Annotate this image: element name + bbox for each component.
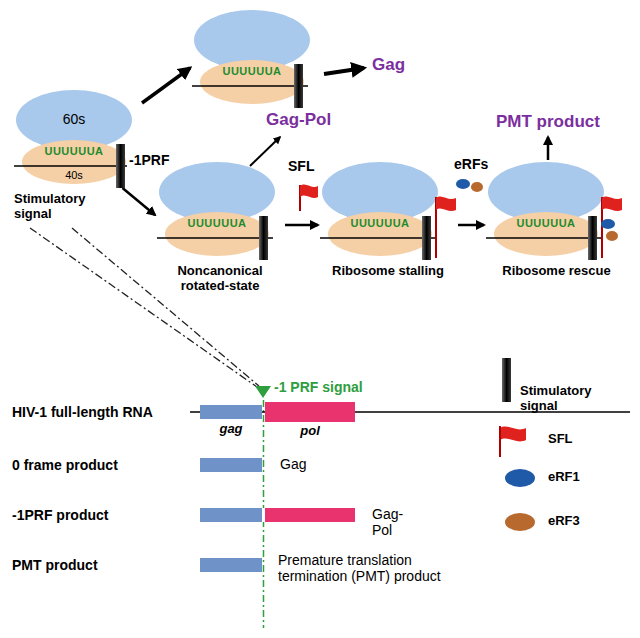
signal-label: -1 PRF signal bbox=[274, 379, 363, 395]
ribosome-40s bbox=[165, 212, 269, 256]
erf3-factor bbox=[606, 231, 618, 241]
subunit-label: 60s bbox=[49, 111, 99, 127]
mrna-line bbox=[320, 237, 436, 238]
ribosome: UUUUUUARibosome stalling bbox=[318, 160, 458, 260]
product-bar: Gag-Pol bbox=[200, 508, 355, 522]
row-label: 0 frame product bbox=[12, 457, 118, 473]
ribosome: UUUUUUARibosome rescue bbox=[484, 160, 629, 260]
legend-text: eRF1 bbox=[548, 470, 580, 485]
sfl-flag-pole bbox=[499, 426, 501, 457]
slippery-sequence: UUUUUUA bbox=[24, 145, 124, 158]
row-label: -1PRF product bbox=[12, 507, 108, 523]
gene-box: pol bbox=[265, 402, 355, 422]
subunit-label: 40s bbox=[49, 169, 99, 182]
mrna-line bbox=[192, 85, 308, 86]
stimulatory-signal bbox=[294, 64, 303, 108]
product-label: Gag-Pol bbox=[266, 110, 331, 130]
erf3-factor bbox=[471, 182, 483, 192]
prf-signal-marker bbox=[255, 386, 271, 398]
ribosome-shape bbox=[155, 160, 285, 260]
legend-text: eRF3 bbox=[548, 514, 580, 529]
stimulatory-signal bbox=[259, 216, 268, 260]
gene-box: gag bbox=[200, 405, 262, 419]
state-heading: Ribosome stalling bbox=[318, 264, 458, 279]
connector-arrow bbox=[458, 224, 484, 227]
legend-text: Stimulatory signal bbox=[520, 384, 615, 414]
product-name: Gag-Pol bbox=[372, 506, 403, 538]
legend-swatch bbox=[505, 469, 535, 487]
stimulatory-signal bbox=[116, 144, 125, 188]
slippery-sequence: UUUUUUA bbox=[496, 217, 596, 230]
ribosome: 60sUUUUUUA 40s bbox=[12, 88, 142, 188]
gene-name: gag bbox=[200, 422, 262, 437]
ribosome-40s bbox=[328, 212, 432, 256]
signal-label: Stimulatory signal bbox=[14, 192, 96, 222]
ribosome-shape bbox=[484, 160, 629, 260]
product-arrow bbox=[547, 137, 550, 160]
ribosome-40s bbox=[200, 60, 304, 104]
erf1-factor bbox=[601, 219, 615, 229]
sfl-flag bbox=[300, 184, 318, 198]
product-arrow bbox=[324, 68, 364, 74]
sfl-flag-sample bbox=[500, 427, 526, 442]
product-bar: Gag bbox=[200, 458, 262, 472]
state-heading: Ribosome rescue bbox=[484, 264, 629, 279]
legend-sample bbox=[504, 468, 536, 488]
edge-label: SFL bbox=[286, 158, 316, 174]
connector-arrow bbox=[123, 188, 156, 215]
erf1-factor bbox=[456, 179, 470, 189]
ribosome-shape bbox=[318, 160, 458, 260]
legend-sample bbox=[504, 512, 536, 532]
ribosome-40s bbox=[22, 140, 126, 184]
slippery-sequence: UUUUUUA bbox=[167, 217, 267, 230]
product-label: PMT product bbox=[496, 112, 600, 132]
product-label: Gag bbox=[372, 55, 405, 75]
stimulatory-signal bbox=[422, 216, 431, 260]
ribosome-shape bbox=[190, 8, 320, 108]
mrna-line bbox=[14, 165, 130, 166]
product-arrow bbox=[250, 137, 280, 166]
edge-label: eRFs bbox=[452, 156, 490, 172]
product-name: Premature translation termination (PMT) … bbox=[278, 552, 478, 584]
legend-sample bbox=[494, 424, 534, 458]
row-label: PMT product bbox=[12, 557, 98, 573]
legend-sample bbox=[496, 356, 516, 404]
legend-swatch bbox=[505, 513, 535, 531]
stimulatory-signal-sample bbox=[502, 358, 511, 402]
stimulatory-signal bbox=[588, 216, 597, 260]
state-heading: Noncanonical rotated-state bbox=[155, 264, 285, 294]
slippery-sequence: UUUUUUA bbox=[202, 65, 302, 78]
gene-name: pol bbox=[265, 424, 355, 439]
sfl-flag bbox=[602, 196, 622, 211]
mrna-line bbox=[486, 237, 602, 238]
connector-arrow bbox=[142, 68, 190, 103]
sfl-flag bbox=[436, 196, 456, 211]
mrna-line bbox=[157, 237, 273, 238]
product-name: Gag bbox=[280, 456, 306, 472]
ribosome-40s bbox=[494, 212, 598, 256]
slippery-sequence: UUUUUUA bbox=[330, 217, 430, 230]
row-label: HIV-1 full-length RNA bbox=[12, 404, 153, 420]
product-bar: Premature translation termination (PMT) … bbox=[200, 558, 262, 572]
legend-text: SFL bbox=[548, 432, 573, 447]
ribosome: UUUUUUANoncanonical rotated-state bbox=[155, 160, 285, 260]
edge-label: -1PRF bbox=[127, 152, 171, 168]
ribosome: UUUUUUA bbox=[190, 8, 320, 108]
connector-arrow bbox=[285, 224, 318, 227]
